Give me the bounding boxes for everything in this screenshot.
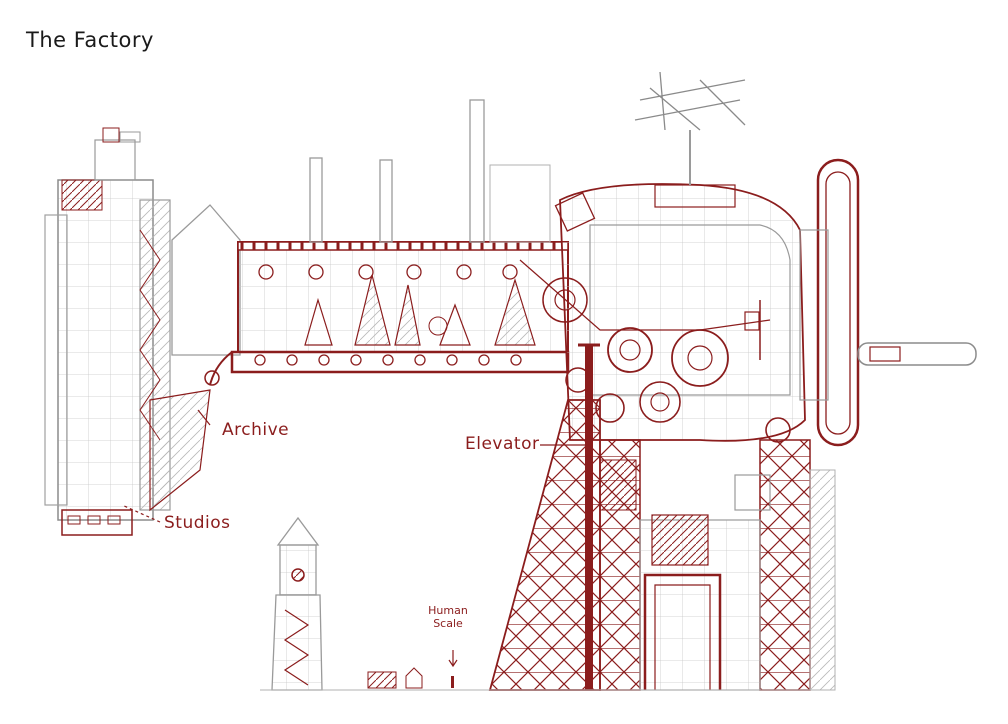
human-scale-label: Human Scale (420, 604, 476, 630)
gabled-house (171, 204, 241, 356)
human-scale-line2: Scale (433, 617, 463, 630)
human-figure (448, 650, 458, 688)
archive-label: Archive (222, 420, 290, 440)
chimneys (309, 99, 551, 243)
studios-label: Studios (164, 513, 231, 533)
studios-leader (121, 504, 161, 523)
small-houses (367, 667, 423, 689)
machine-head (519, 71, 806, 443)
elevator-shaft (578, 343, 600, 690)
handwheel (799, 158, 977, 447)
base-structure (488, 399, 836, 691)
small-tower (271, 516, 323, 691)
factory-arm (209, 241, 570, 386)
studios-tower (44, 127, 171, 536)
page-title: The Factory (26, 28, 154, 52)
human-scale-line1: Human (428, 604, 468, 617)
archive-leader (197, 409, 211, 426)
archive-pile (149, 370, 220, 512)
elevator-label: Elevator (465, 434, 540, 454)
